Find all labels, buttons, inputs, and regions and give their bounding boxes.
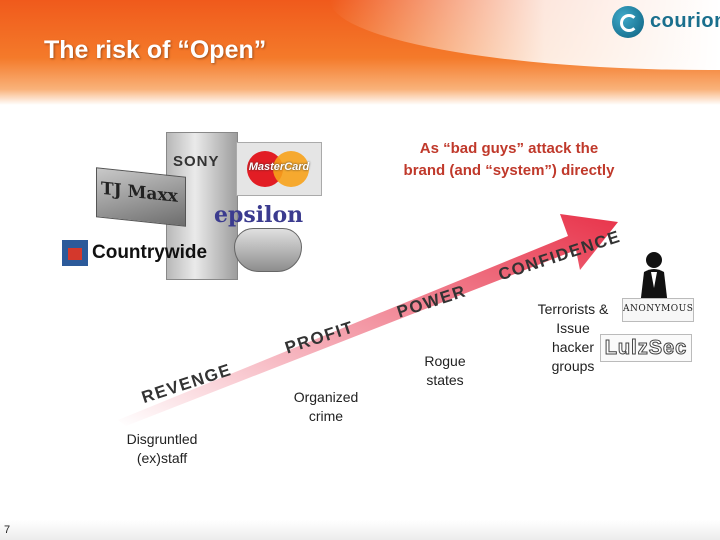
countrywide-house-icon: [62, 240, 88, 266]
brand-collage: SONY TJ Maxx MasterCard epsilon Countryw…: [62, 132, 332, 284]
countrywide-logo: Countrywide: [92, 242, 208, 263]
actor-line: Disgruntled: [126, 431, 198, 447]
mastercard-yellow-circle: [273, 151, 309, 187]
slide-title: The risk of “Open”: [44, 36, 267, 64]
anonymous-logo: ANONYMOUS: [622, 298, 694, 322]
actor-line: crime: [308, 408, 344, 424]
actor-line: Terrorists &: [537, 301, 609, 317]
epsilon-logo: epsilon: [214, 202, 304, 228]
mastercard-logo: MasterCard: [236, 142, 322, 196]
caption-line-2: brand (and “system”) directly: [403, 162, 615, 179]
mastercard-text: MasterCard: [248, 161, 310, 173]
anonymous-text: ANONYMOUS: [623, 304, 694, 314]
page-number: 7: [4, 524, 11, 536]
game-controller-icon: [234, 228, 302, 272]
courion-logo-icon: [612, 6, 644, 38]
caption-line-1: As “bad guys” attack the: [419, 140, 599, 157]
actor-line: Issue: [556, 320, 590, 336]
actor-terrorists-hackers: Terrorists & Issue hacker groups: [526, 300, 620, 376]
lulzsec-logo: LulzSec: [600, 334, 692, 362]
logo-text: courion: [650, 10, 720, 32]
anonymous-figure-icon: [640, 252, 668, 306]
slide-caption: As “bad guys” attack the brand (and “sys…: [372, 138, 646, 182]
console-tower-image: SONY: [166, 132, 238, 280]
courion-logo: courion: [612, 6, 720, 40]
actor-line: states: [426, 372, 464, 388]
actor-line: Organized: [293, 389, 359, 405]
actor-rogue-states: Rogue states: [398, 352, 492, 390]
lulzsec-text: LulzSec: [604, 337, 688, 360]
arrow-shape: [118, 214, 618, 426]
actor-disgruntled-staff: Disgruntled (ex)staff: [112, 430, 212, 468]
actor-line: (ex)staff: [136, 450, 188, 466]
footer-bar: [0, 520, 720, 540]
actor-line: Rogue: [424, 353, 466, 369]
actor-organized-crime: Organized crime: [276, 388, 376, 426]
actor-line: groups: [551, 358, 595, 374]
actor-line: hacker: [551, 339, 595, 355]
sony-logo: SONY: [173, 153, 220, 170]
